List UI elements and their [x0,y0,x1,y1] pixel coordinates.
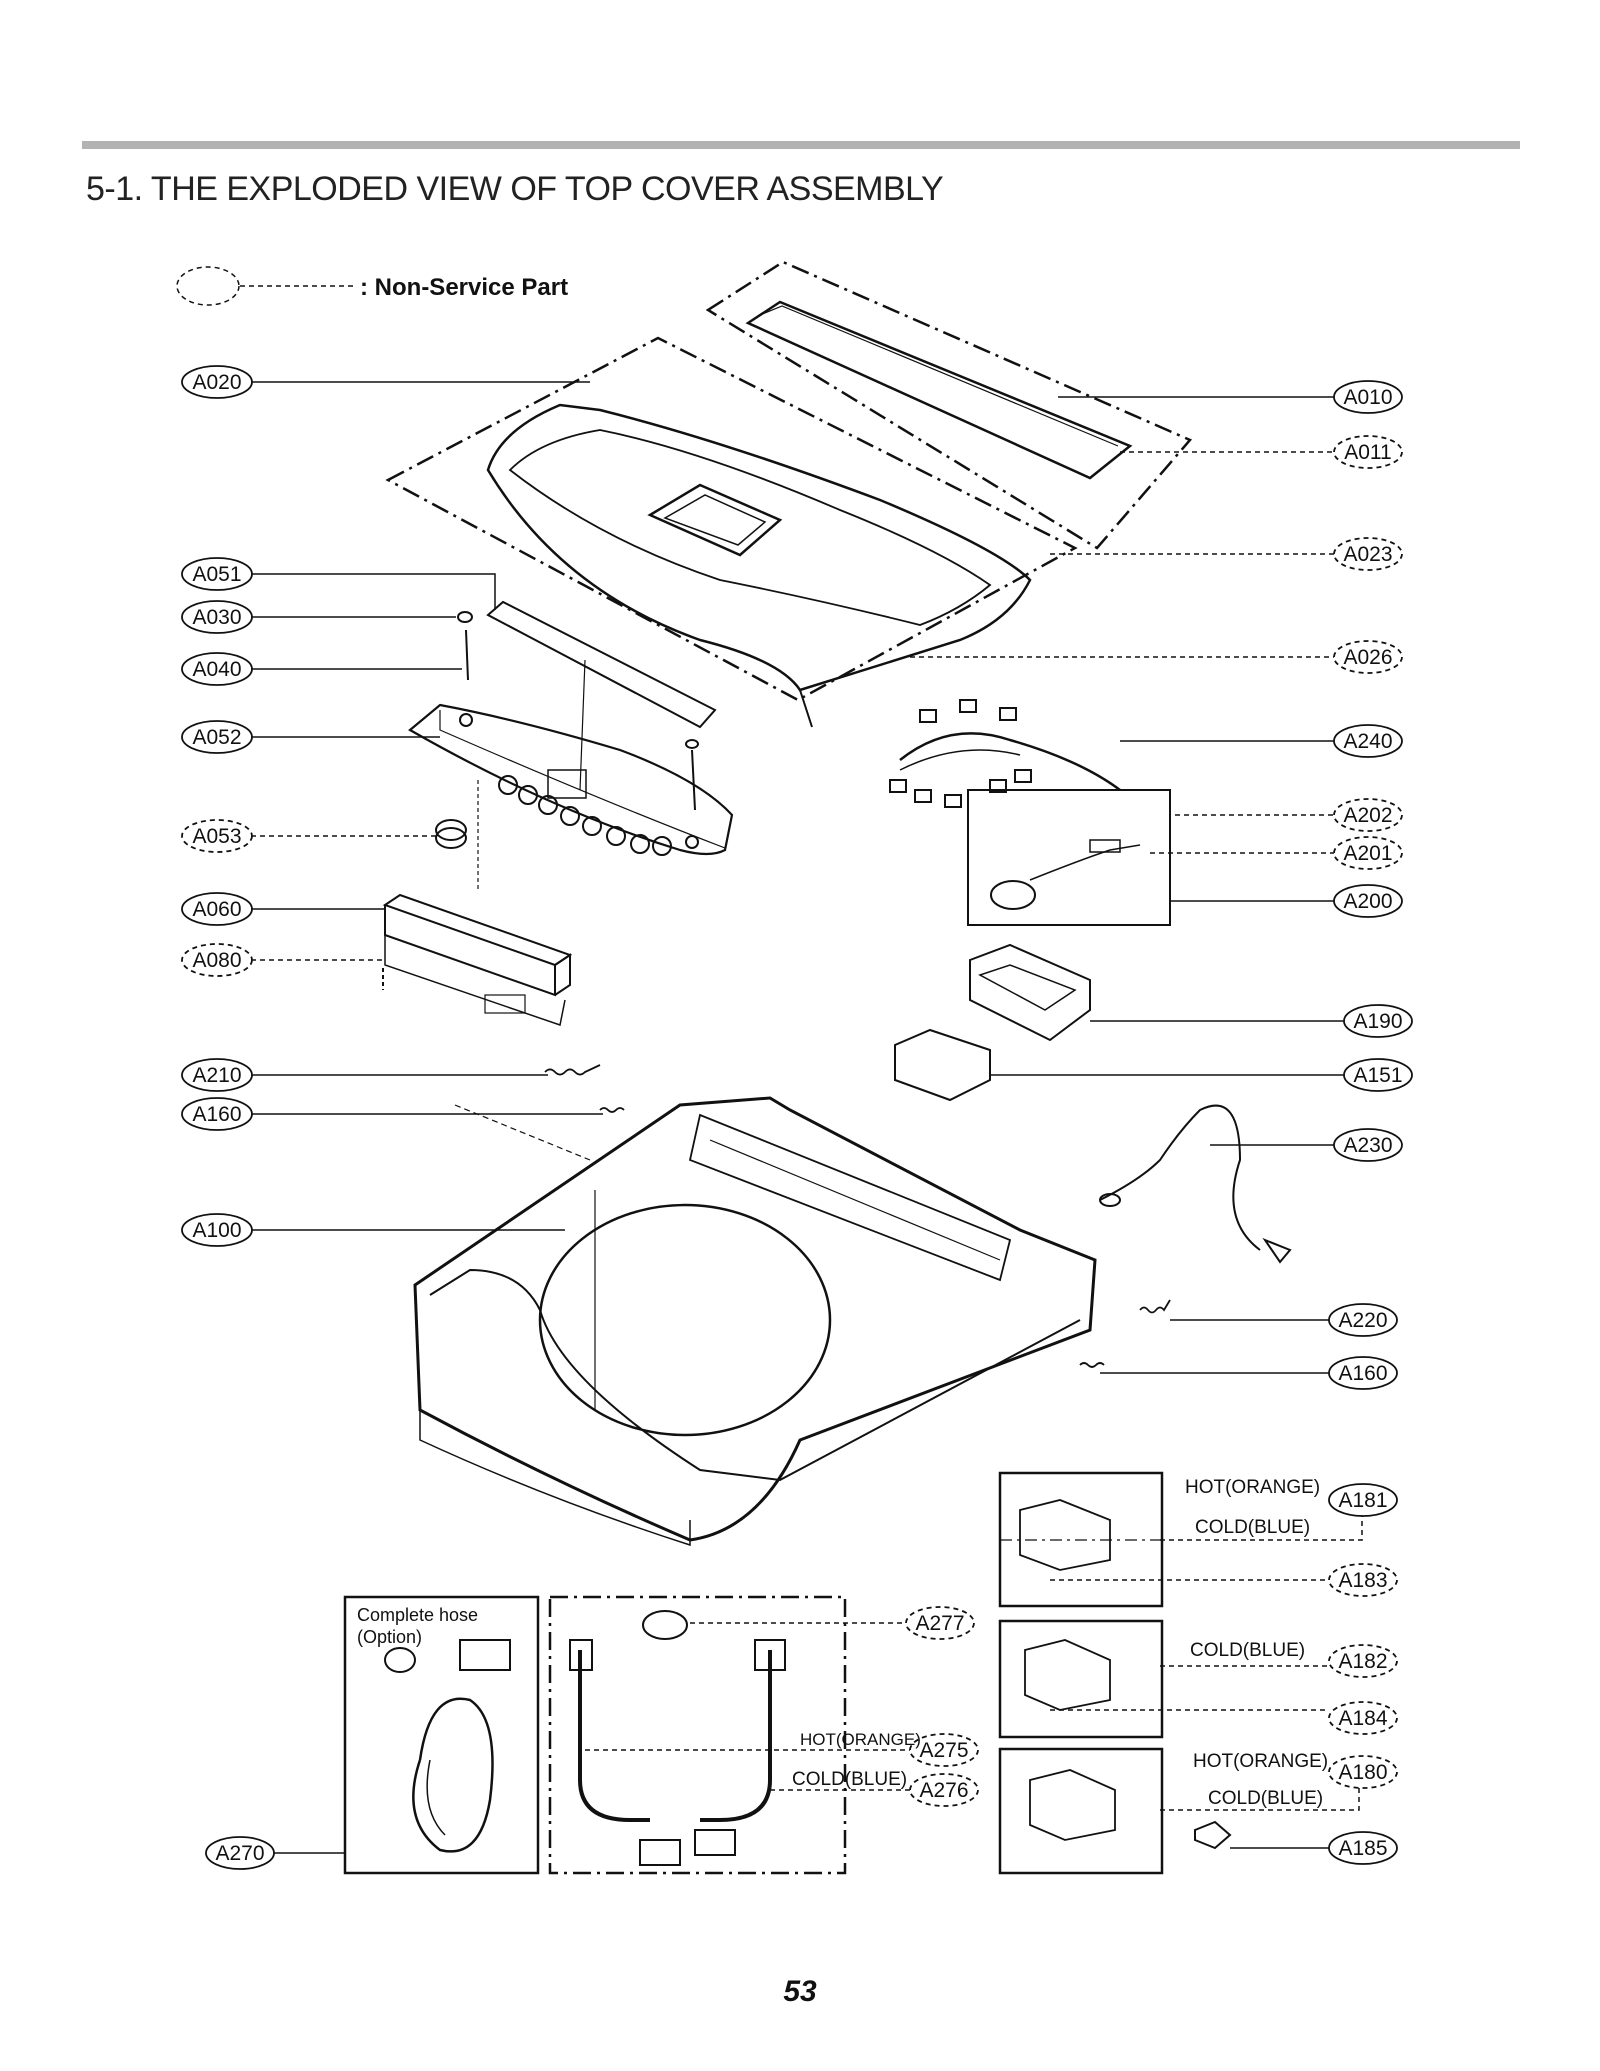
part-label-a030: A030 [192,606,241,629]
part-label-a182: A182 [1338,1650,1387,1673]
note-hose-hot: HOT(ORANGE) [800,1730,921,1749]
part-label-a011: A011 [1344,441,1392,464]
part-label-a183: A183 [1338,1569,1387,1592]
power-cord-drawing [1099,1104,1292,1264]
part-label-a202: A202 [1343,804,1392,827]
note-cold-blue-a181: COLD(BLUE) [1195,1517,1310,1538]
part-label-a210: A210 [192,1064,241,1087]
part-label-a023: A023 [1343,543,1392,566]
part-label-a190: A190 [1353,1010,1402,1033]
part-label-a080: A080 [192,949,241,972]
part-label-a053: A053 [192,825,241,848]
pcb-drawing [382,659,586,1026]
part-label-a181: A181 [1338,1489,1387,1512]
note-hot-orange-a181: HOT(ORANGE) [1185,1477,1320,1498]
part-label-a240: A240 [1343,730,1392,753]
part-label-a051: A051 [192,563,241,586]
legend-dashed-ellipse [176,266,240,306]
part-label-a200: A200 [1343,890,1392,913]
note-hose-cold: COLD(BLUE) [792,1769,907,1790]
legend-text: : Non-Service Part [360,274,568,301]
part-label-a220: A220 [1338,1309,1387,1332]
part-label-a180: A180 [1338,1761,1387,1784]
part-label-a151: A151 [1353,1064,1402,1087]
part-label-a277: A277 [915,1612,964,1635]
part-label-a184: A184 [1338,1707,1387,1730]
springs-drawing [544,1064,1171,1368]
note-hot-orange-a180: HOT(ORANGE) [1193,1751,1328,1772]
part-label-a201: A201 [1343,842,1392,865]
page-title: 5-1. THE EXPLODED VIEW OF TOP COVER ASSE… [86,170,944,208]
part-label-a040: A040 [192,658,241,681]
part-label-a160-right: A160 [1338,1362,1387,1385]
top-frame-drawing [413,1096,1097,1547]
part-label-a276: A276 [919,1779,968,1802]
part-label-a270: A270 [215,1842,264,1865]
part-label-a185: A185 [1338,1837,1387,1860]
label-ovals-left [181,365,275,1870]
top-lid-drawing [385,336,1078,728]
pressure-sensor-drawing [967,789,1171,926]
hose-kit-drawing [343,1595,847,1875]
wiring-harness-drawing [889,699,1121,808]
part-label-a230: A230 [1343,1134,1392,1157]
part-label-a100: A100 [192,1219,241,1242]
legend [176,266,355,306]
note-cold-blue-a180: COLD(BLUE) [1208,1788,1323,1809]
part-label-a275: A275 [919,1739,968,1762]
part-label-a060: A060 [192,898,241,921]
label-ovals-right [905,380,1413,1865]
control-panel-drawing [408,600,734,856]
top-panel-drawing [705,260,1193,550]
part-label-a020: A020 [192,371,241,394]
part-label-a010: A010 [1343,386,1392,409]
leader-lines-right [585,396,1363,1849]
note-cold-blue-a182: COLD(BLUE) [1190,1640,1305,1661]
part-label-a026: A026 [1343,646,1392,669]
part-label-a160-left: A160 [192,1103,241,1126]
note-complete-hose-option: (Option) [357,1627,422,1647]
detergent-box-drawing [894,943,1091,1102]
header-rule [82,141,1520,149]
leader-lines-left [251,381,603,1854]
part-label-a052: A052 [192,726,241,749]
note-complete-hose: Complete hose [357,1605,478,1625]
page-number: 53 [783,1975,817,2008]
